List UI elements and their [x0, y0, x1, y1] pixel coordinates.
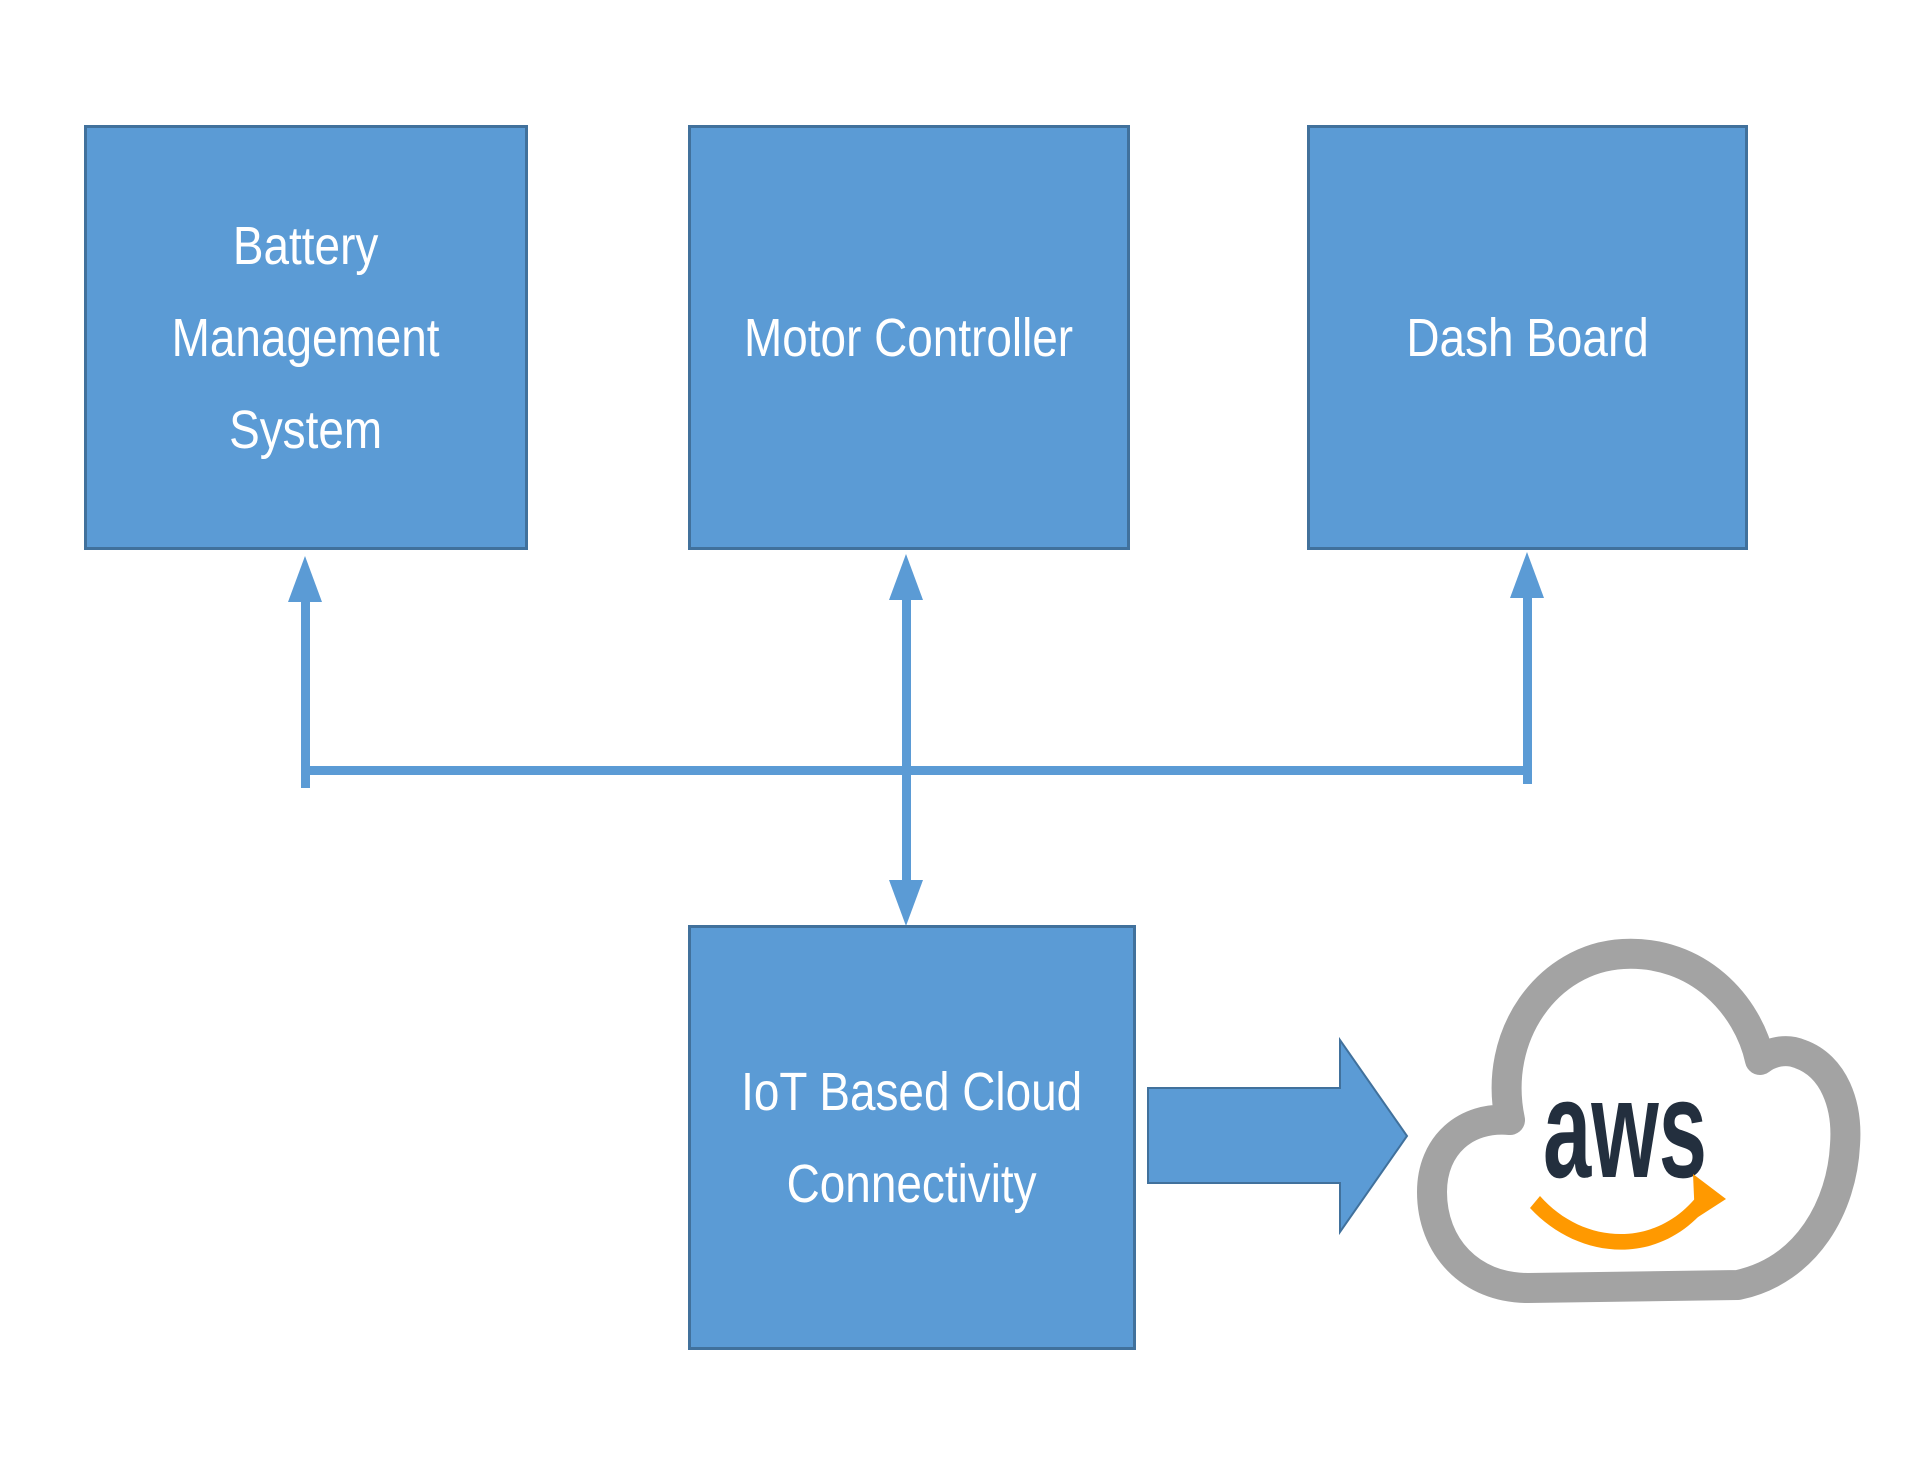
label-line: System — [229, 399, 383, 460]
dashboard-riser-line — [1523, 596, 1532, 784]
aws-wordmark: aws — [1543, 1050, 1707, 1207]
bus-line — [301, 766, 1532, 775]
iot-arrowhead-down-icon — [889, 880, 923, 926]
label-line: Motor Controller — [744, 307, 1074, 368]
node-dash-board: Dash Board — [1307, 125, 1748, 550]
node-iot-based-cloud-connectivity: IoT Based Cloud Connectivity — [688, 925, 1136, 1350]
label-line: Connectivity — [786, 1153, 1038, 1214]
label-line: Dash Board — [1406, 307, 1649, 368]
node-label: Dash Board — [1406, 292, 1648, 384]
amazon-smile-arrow-tip-icon — [1693, 1174, 1726, 1219]
aws-cloud-logo: aws — [1417, 938, 1861, 1303]
iot-to-aws-block-arrow-icon — [1147, 1036, 1409, 1236]
node-motor-controller: Motor Controller — [688, 125, 1130, 550]
node-label: Motor Controller — [744, 292, 1073, 384]
label-line: IoT Based Cloud — [741, 1061, 1083, 1122]
motor-iot-line — [902, 598, 911, 882]
node-label: IoT Based Cloud Connectivity — [741, 1046, 1082, 1230]
motor-arrowhead-up-icon — [889, 554, 923, 600]
node-label: Battery Management System — [172, 200, 440, 476]
label-line: Management — [172, 307, 440, 368]
node-battery-management-system: Battery Management System — [84, 125, 528, 550]
amazon-smile-icon — [1530, 1188, 1713, 1250]
battery-arrowhead-up-icon — [288, 556, 322, 602]
label-line: Battery — [233, 215, 379, 276]
battery-riser-line — [301, 600, 310, 788]
dashboard-arrowhead-up-icon — [1510, 552, 1544, 598]
